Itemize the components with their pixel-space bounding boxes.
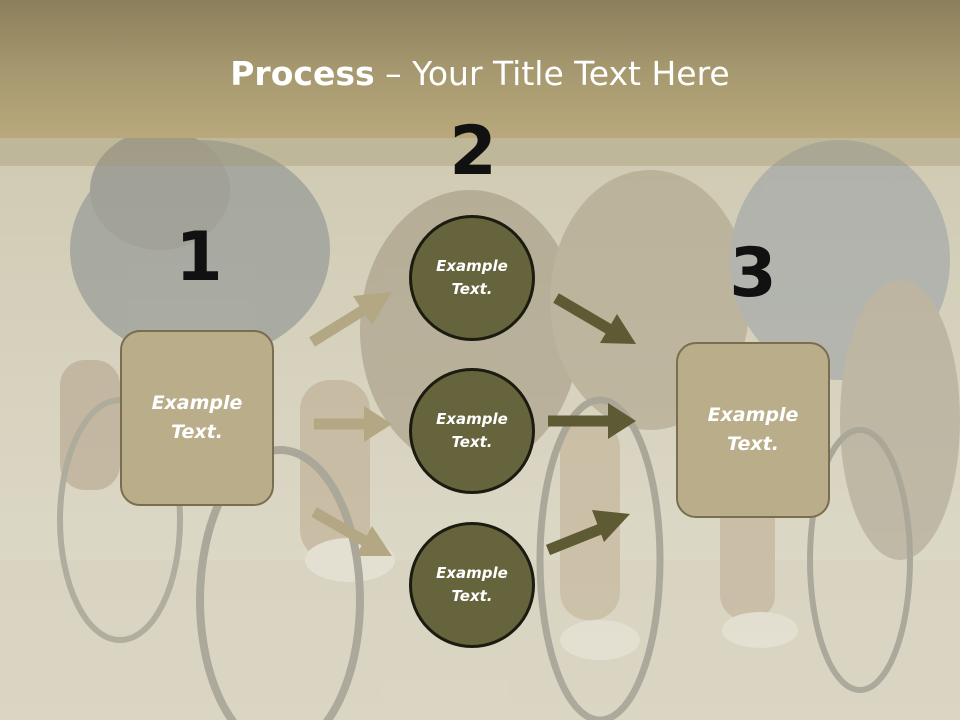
arrow-right-top — [553, 293, 636, 344]
title-band — [0, 0, 960, 138]
title-bold: Process — [230, 54, 375, 93]
step-circle-bottom: Example Text. — [409, 522, 535, 648]
arrow-right-middle — [548, 403, 636, 439]
step-box-left-label: Example Text. — [151, 392, 243, 443]
arrow-right-bottom — [545, 510, 630, 556]
step-number-1: 1 — [175, 218, 223, 297]
step-circle-middle: Example Text. — [409, 368, 535, 494]
slide-title: Process – Your Title Text Here — [0, 52, 960, 96]
arrow-left-top — [309, 292, 392, 347]
step-box-right-label: Example Text. — [707, 404, 799, 455]
arrow-left-bottom — [311, 507, 392, 556]
title-band-shadow — [0, 138, 960, 166]
step-number-2: 2 — [449, 112, 497, 191]
arrow-left-middle — [314, 406, 392, 442]
step-box-right: Example Text. — [676, 342, 830, 518]
step-box-left: Example Text. — [120, 330, 274, 506]
step-circle-bottom-label: Example Text. — [436, 564, 508, 605]
step-circle-top: Example Text. — [409, 215, 535, 341]
step-circle-top-label: Example Text. — [436, 257, 508, 298]
step-number-3: 3 — [729, 234, 777, 313]
title-rest: – Your Title Text Here — [374, 54, 730, 93]
step-circle-middle-label: Example Text. — [436, 410, 508, 451]
